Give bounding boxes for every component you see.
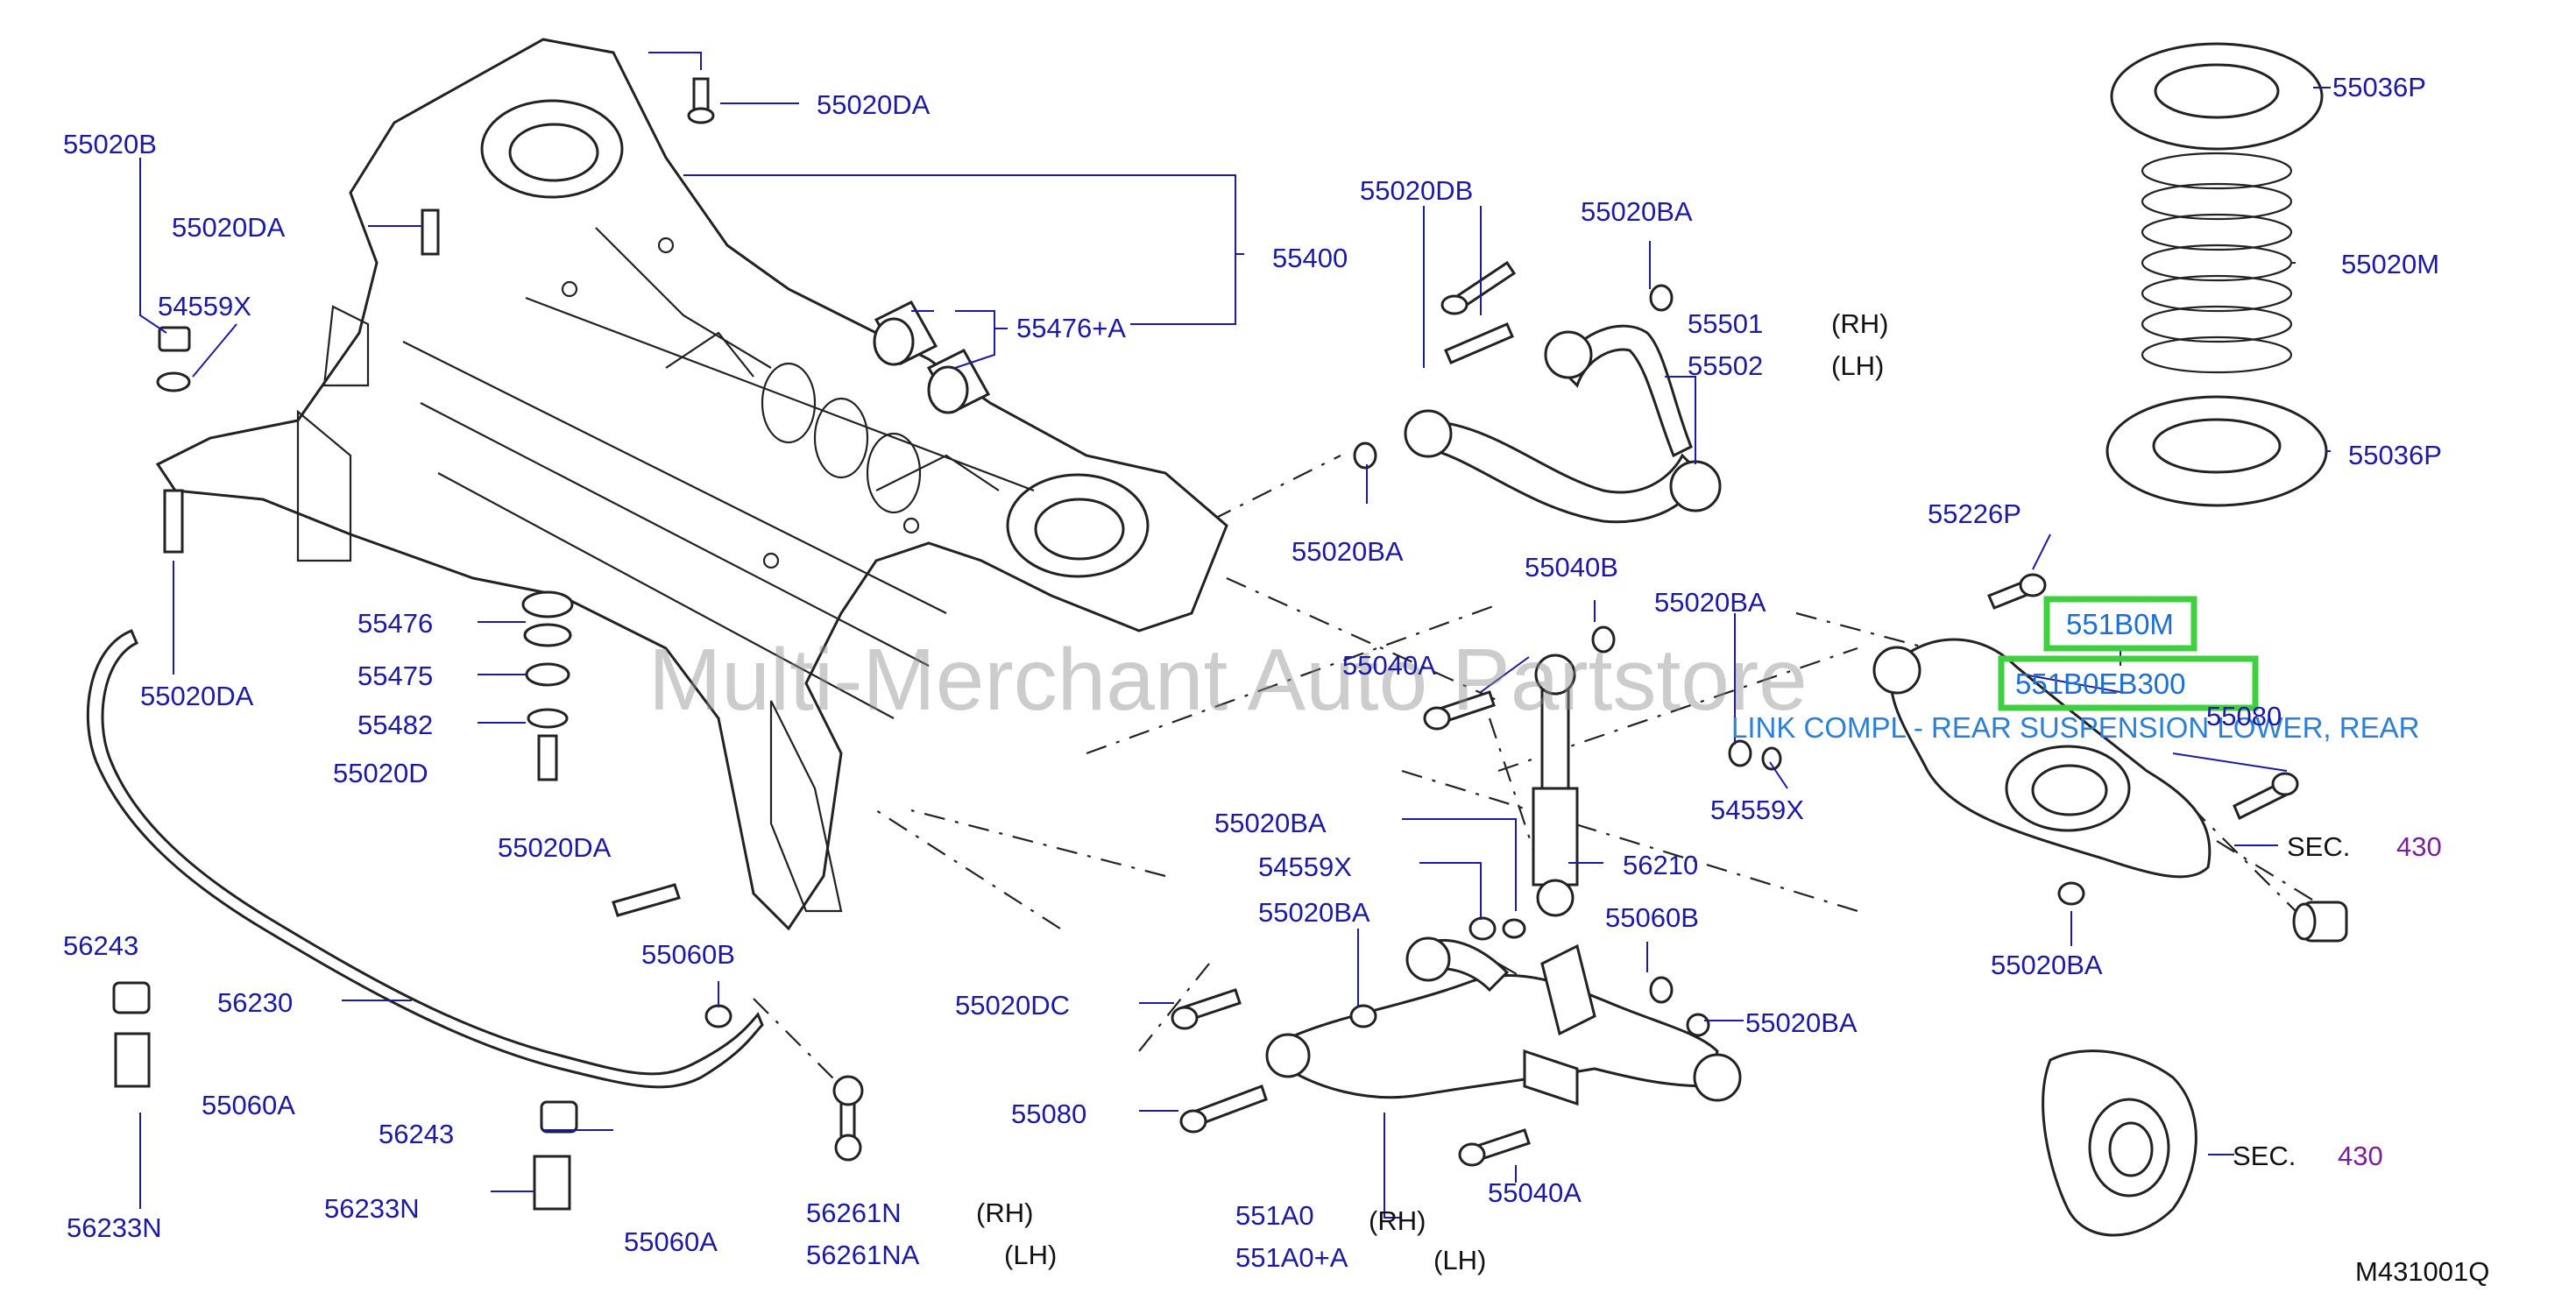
label-55060B[interactable]: 55060B [641,939,735,970]
label-55036P[interactable]: 55036P [2332,72,2426,102]
label-55020DA[interactable]: 55020DA [817,89,931,120]
label-55475[interactable]: 55475 [357,661,433,691]
label-55020BA[interactable]: 55020BA [1292,536,1404,567]
diagram-code: M431001Q [2355,1256,2489,1287]
stabilizer-bar-56230 [86,629,864,1211]
label-55020BA[interactable]: 55020BA [1991,950,2103,980]
label-55020BA[interactable]: 55020BA [1258,897,1370,928]
label-55501[interactable]: 55501 [1688,308,1763,339]
highlight-group[interactable]: 551B0M 551B0EB300 LINK COMPL - REAR SUSP… [1731,596,2419,744]
highlight-part-551B0M[interactable]: 551B0M [2066,608,2174,640]
label-55060A[interactable]: 55060A [624,1226,718,1257]
label-56261N[interactable]: 56261N [806,1198,902,1228]
upper-arm-55501 [1353,260,1722,524]
label-55020DA[interactable]: 55020DA [172,212,286,243]
side-rh: (RH) [976,1198,1033,1228]
highlight-description: LINK COMPL - REAR SUSPENSION LOWER, REAR [1731,711,2419,744]
label-56233N[interactable]: 56233N [67,1212,162,1243]
label-55502[interactable]: 55502 [1688,350,1763,381]
highlight-box-551B0M[interactable] [2043,596,2197,652]
label-55476[interactable]: 55476 [357,608,433,639]
label-55020M[interactable]: 55020M [2341,249,2439,279]
front-subframe-55400 [155,38,1228,931]
label-55040A[interactable]: 55040A [1342,650,1436,681]
label-55040B[interactable]: 55040B [1525,552,1618,583]
lower-arm-551A0 [1171,916,1742,1167]
bushings-55476-a [873,300,991,414]
sec-ref[interactable]: SEC. [2233,1141,2296,1171]
side-lh: (LH) [1831,350,1884,381]
label-55020BA[interactable]: 55020BA [1581,196,1693,227]
watermark: Multi-Merchant Auto Partstore [648,631,1808,729]
label-55020BA[interactable]: 55020BA [1745,1007,1858,1038]
label-54559X[interactable]: 54559X [1710,795,1804,825]
label-55060B[interactable]: 55060B [1605,902,1699,933]
sec-ref-number[interactable]: 430 [2396,831,2442,862]
label-55020BA[interactable]: 55020BA [1654,587,1766,618]
label-55060A[interactable]: 55060A [202,1090,295,1120]
label-55020BA[interactable]: 55020BA [1214,808,1327,838]
knuckle-sec-430 [2042,1049,2197,1237]
shock-absorber-56210 [1423,625,1616,917]
leader-lines [139,52,2331,1219]
part-labels: 55020B 55020DA 55020DA 54559X 55020DA 55… [63,72,2442,1273]
label-55080[interactable]: 55080 [1011,1099,1086,1129]
label-56233N[interactable]: 56233N [324,1193,420,1224]
coil-spring-55020M [2105,42,2328,507]
label-56243[interactable]: 56243 [379,1119,454,1149]
side-lh: (LH) [1433,1245,1486,1275]
rear-lower-link-551B0 [1728,573,2348,943]
label-54559X[interactable]: 54559X [158,291,251,321]
sec-ref-number[interactable]: 430 [2338,1141,2383,1171]
highlight-box-551B0EB300[interactable] [1998,655,2259,711]
label-55020B[interactable]: 55020B [63,129,157,159]
label-55080[interactable]: 55080 [2206,701,2282,731]
label-55040A[interactable]: 55040A [1488,1177,1582,1208]
label-551A0-A[interactable]: 551A0+A [1235,1242,1348,1273]
side-lh: (LH) [1004,1240,1057,1270]
label-55226P[interactable]: 55226P [1928,498,2021,529]
label-55020DC[interactable]: 55020DC [955,990,1070,1021]
left-fasteners [156,77,715,917]
label-56230[interactable]: 56230 [217,987,293,1018]
highlight-part-551B0EB300[interactable]: 551B0EB300 [2015,668,2186,700]
sec-ref[interactable]: SEC. [2287,831,2350,862]
label-55020DB[interactable]: 55020DB [1360,175,1473,206]
side-markers: (RH) (LH) (RH) (LH) (RH) (LH) [976,308,1888,1275]
label-56210[interactable]: 56210 [1623,850,1698,880]
section-references: SEC. 430 SEC. 430 [2233,831,2442,1171]
label-55020DA[interactable]: 55020DA [498,832,612,863]
label-55476-A[interactable]: 55476+A [1016,313,1126,343]
label-551A0[interactable]: 551A0 [1235,1200,1314,1231]
label-55036P[interactable]: 55036P [2348,440,2442,470]
label-56261NA[interactable]: 56261NA [806,1240,920,1270]
label-54559X[interactable]: 54559X [1258,851,1352,882]
label-55020DA[interactable]: 55020DA [140,681,254,711]
label-55482[interactable]: 55482 [357,710,433,740]
label-56243[interactable]: 56243 [63,930,138,961]
side-rh: (RH) [1369,1205,1426,1236]
label-55400[interactable]: 55400 [1272,243,1348,273]
side-rh: (RH) [1831,308,1888,339]
label-55020D[interactable]: 55020D [333,758,428,788]
